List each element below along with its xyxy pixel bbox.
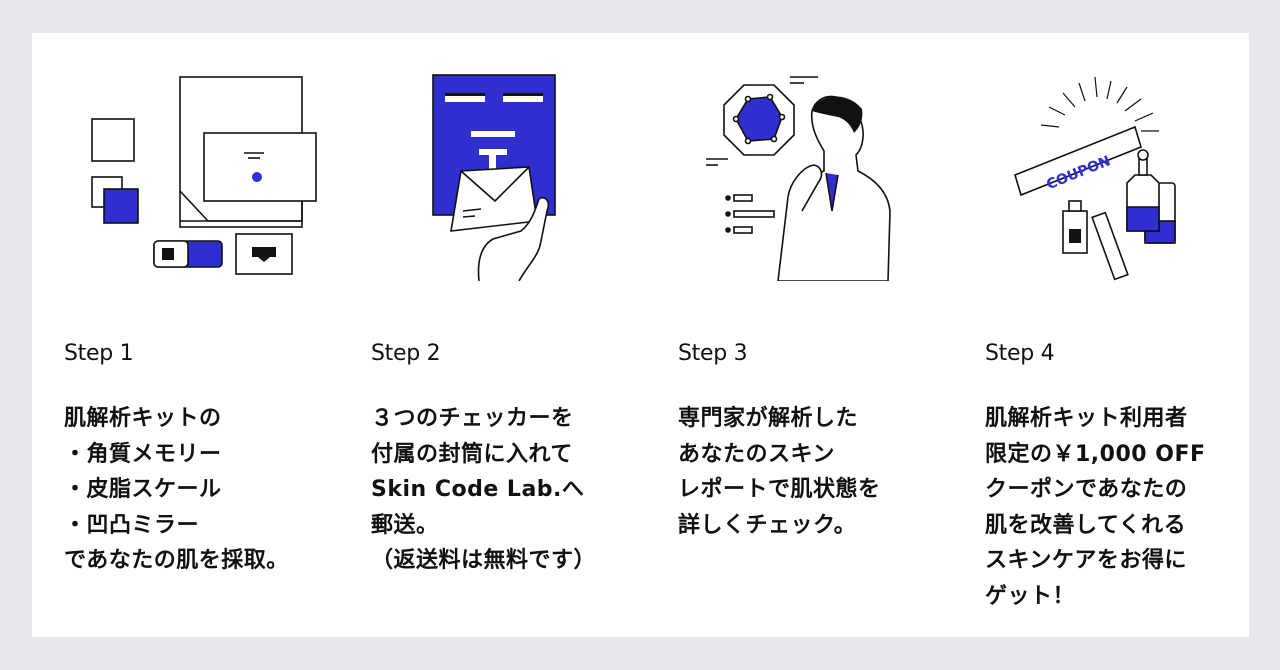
step-title: Step 2 <box>371 341 440 366</box>
steps-panel: Step 1 肌解析キットの ・角質メモリー ・皮脂スケール ・凹凸ミラー であ… <box>32 33 1249 637</box>
mail-envelope-icon <box>371 71 631 281</box>
step-description: 肌解析キット利用者 限定の￥1,000 OFF クーポンであなたの 肌を改善して… <box>985 401 1265 614</box>
step-description: ３つのチェッカーを 付属の封筒に入れて Skin Code Lab.へ 郵送。 … <box>371 401 651 579</box>
step-3: Step 3 専門家が解析した あなたのスキン レポートで肌状態を 詳しくチェッ… <box>678 33 958 637</box>
skin-kit-icon <box>64 71 324 281</box>
coupon-skincare-icon: COUPON <box>985 71 1245 281</box>
step-1: Step 1 肌解析キットの ・角質メモリー ・皮脂スケール ・凹凸ミラー であ… <box>64 33 344 637</box>
expert-analysis-icon <box>678 71 938 281</box>
step-title: Step 3 <box>678 341 747 366</box>
step-2: Step 2 ３つのチェッカーを 付属の封筒に入れて Skin Code Lab… <box>371 33 651 637</box>
step-title: Step 1 <box>64 341 133 366</box>
step-description: 専門家が解析した あなたのスキン レポートで肌状態を 詳しくチェック。 <box>678 401 958 543</box>
step-4: COUPON Step 4 肌解析キット利用者 限定の￥1,000 OFF クー… <box>985 33 1265 637</box>
step-description: 肌解析キットの ・角質メモリー ・皮脂スケール ・凹凸ミラー であなたの肌を採取… <box>64 401 344 579</box>
step-title: Step 4 <box>985 341 1054 366</box>
